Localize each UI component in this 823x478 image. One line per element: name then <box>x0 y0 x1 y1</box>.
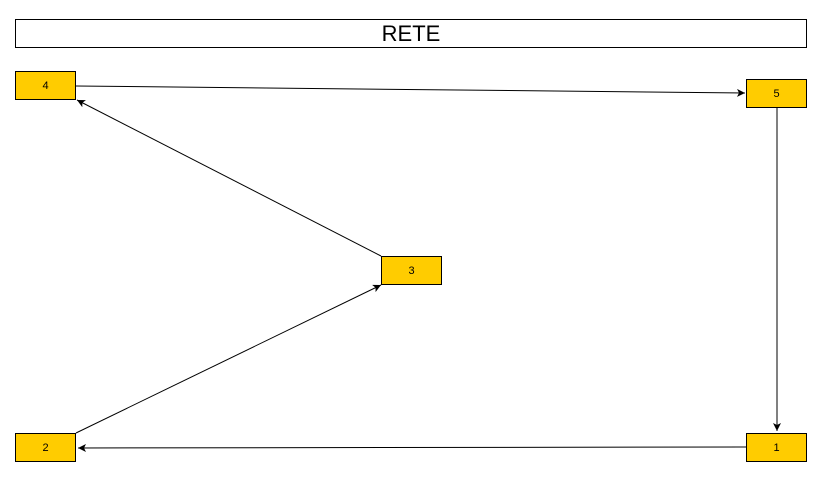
node-4: 4 <box>15 71 76 100</box>
node-2: 2 <box>15 433 76 462</box>
node-label: 1 <box>773 441 780 454</box>
edge-2-to-3 <box>75 284 382 434</box>
node-5: 5 <box>746 79 807 108</box>
edge-1-to-2 <box>77 443 747 452</box>
node-label: 2 <box>42 441 49 454</box>
node-3: 3 <box>381 256 442 285</box>
edge-4-to-5 <box>75 85 746 97</box>
node-label: 4 <box>42 79 49 92</box>
edge-3-to-4 <box>76 99 382 257</box>
node-1: 1 <box>746 433 807 462</box>
node-label: 5 <box>773 87 780 100</box>
diagram-title: RETE <box>15 19 807 48</box>
node-label: 3 <box>408 264 415 277</box>
